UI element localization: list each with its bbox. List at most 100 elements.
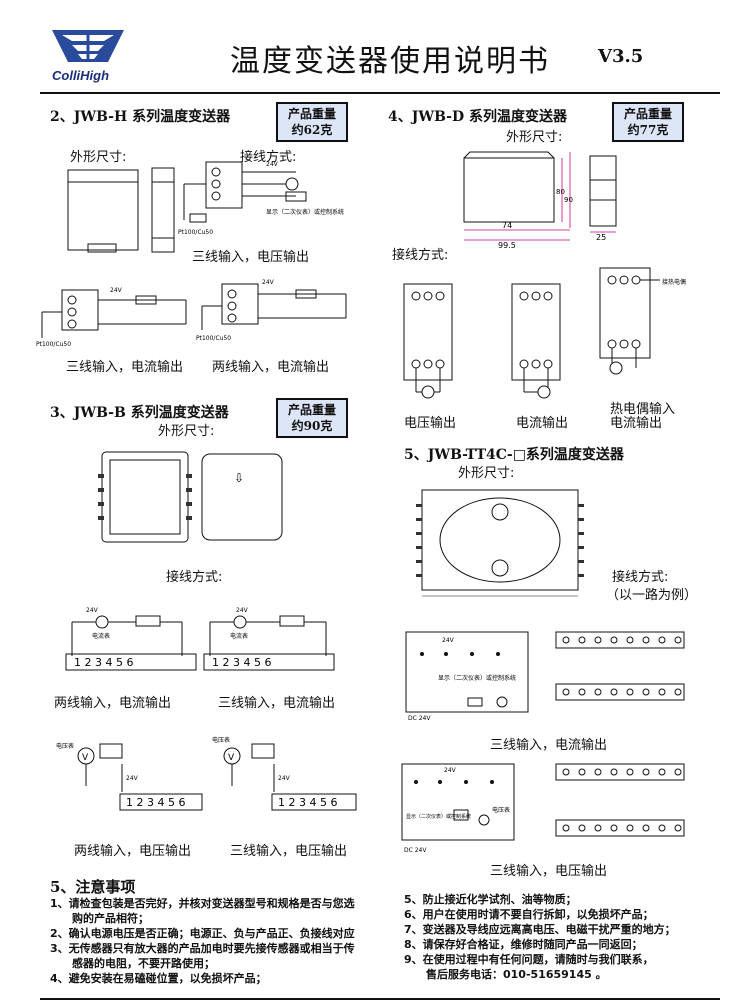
badge-line1: 产品重量 [623,107,672,121]
caption-jwb-h-1: 三线输入，电压输出 [192,250,310,265]
weight-badge-jwb-h: 产品重量 约62克 [276,102,348,142]
jwb-h-current-wiring-2wire: Pt100/Cu50 24V [196,279,347,342]
jwb-h-sensor-label-2: Pt100/Cu50 [36,341,71,348]
section-jwb-h-heading: 2、JWB-H 系列温度变送器 [50,109,231,125]
badge-line2: 约62克 [291,123,333,137]
jwb-tt4c-current-wiring: 24V 显示（二次仪表）或控制系统 DC 24V [405,631,529,720]
jwb-d-dim-80: 80 [556,188,565,196]
jwb-b-terminals-3: 1 2 3 4 5 6 [126,796,185,809]
jwb-d-thermo-label: 接热电偶 [662,278,686,286]
jwb-d-current-wiring [511,283,561,399]
note-item: 8、请保存好合格证，维修时随同产品一同返回； [404,938,643,951]
note-item: 3、无传感器只有放大器的产品加电时要先接传感器或相当于传 [50,942,355,955]
jwb-tt4c-24v-1: 24V [442,637,455,644]
jwb-d-thermocouple-wiring: 接热电偶 [599,267,686,375]
jwb-tt4c-terminal-strip-1 [555,631,685,701]
jwb-tt4c-dc24-1: DC 24V [408,715,431,720]
jwb-tt4c-terminal-strip-2 [555,763,685,837]
jwb-h-24v-label: 24V [266,161,279,168]
notes-left-list: 1、请检查包装是否完好，并核对变送器型号和规格是否与您选 购的产品相符； 2、确… [50,896,390,986]
jwb-d-dim-25: 25 [596,233,606,240]
dims-label-jwb-h: 外形尺寸: [70,150,127,165]
jwb-tt4c-outline-drawing [416,489,584,597]
jwb-tt4c-dc24-2: DC 24V [404,847,427,854]
wiring-label-jwb-b: 接线方式: [166,570,223,585]
caption-jwb-h-3: 两线输入，电流输出 [212,360,330,375]
badge-line1: 产品重量 [287,107,336,121]
jwb-b-current-3wire-diagram: 1 2 3 4 5 6 24V 电流表 [203,607,335,671]
svg-text:⇩: ⇩ [234,471,244,485]
jwb-b-terminals-1: 1 2 3 4 5 6 [74,656,133,669]
page-title: 温度变送器使用说明书 [230,44,550,79]
jwb-h-outline-drawing [67,167,175,253]
note-item: 售后服务电话：010-51659145 。 [404,968,607,981]
caption-jwb-tt4c-1: 三线输入，电流输出 [490,738,608,753]
version-label: V3.5 [598,46,644,67]
jwb-b-ammeter-2: 电流表 [230,632,248,640]
jwb-d-dim-99-5: 99.5 [498,241,516,250]
jwb-b-24v-1: 24V [86,607,99,614]
brand-name: ColliHigh [52,68,110,83]
dims-label-jwb-tt4c: 外形尺寸: [458,466,515,481]
svg-text:V: V [82,753,89,763]
caption-jwb-d-3a: 热电偶输入 [610,402,676,417]
jwb-b-voltmeter-1: 电压表 [56,742,74,750]
jwb-b-voltage-3wire-diagram: V 1 2 3 4 5 6 24V 电压表 [212,736,357,811]
weight-badge-jwb-d: 产品重量 约77克 [612,102,684,142]
note-item: 1、请检查包装是否完好，并核对变送器型号和规格是否与您选 [50,897,355,910]
jwb-b-terminals-4: 1 2 3 4 5 6 [278,796,337,809]
caption-jwb-d-3b: 电流输出 [610,416,663,431]
weight-badge-jwb-b: 产品重量 约90克 [276,398,348,438]
note-item: 4、避免安装在易磕碰位置，以免损坏产品； [50,972,267,985]
badge-line2: 约77克 [627,123,669,137]
jwb-b-current-2wire-diagram: 1 2 3 4 5 6 24V 电流表 [65,607,197,671]
note-item: 7、变送器及导线应远离高电压、电磁干扰严重的地方； [404,923,676,936]
caption-jwb-d-1: 电压输出 [404,416,457,431]
note-item: 2、确认电源电压是否正确；电源正、负与产品正、负接线对应 [50,927,355,940]
note-item: 5、防止接近化学试剂、油等物质； [404,893,577,906]
jwb-h-voltage-wiring-diagram: 24V Pt100/Cu50 显示（二次仪表）或控制系统 [178,161,344,236]
jwb-b-24v-3: 24V [126,775,139,782]
jwb-b-24v-4: 24V [278,775,291,782]
jwb-b-voltmeter-2: 电压表 [212,736,230,744]
note-item: 9、在使用过程中有任何问题，请随时与我们联系， [404,953,654,966]
jwb-d-outline-front: 25 [589,155,617,240]
jwb-h-sensor-label: Pt100/Cu50 [178,229,213,236]
caption-jwb-d-2: 电流输出 [516,416,569,431]
badge-line1: 产品重量 [287,403,336,417]
jwb-b-ammeter-1: 电流表 [92,632,110,640]
caption-jwb-b-4: 三线输入，电压输出 [230,844,348,859]
notes-right-list: 5、防止接近化学试剂、油等物质； 6、用户在使用时请不要自行拆卸，以免损坏产品；… [404,892,724,982]
caption-jwb-tt4c-2: 三线输入，电压输出 [490,864,608,879]
jwb-d-dim-90: 90 [564,196,573,204]
wiring-label-jwb-d: 接线方式: [392,248,449,263]
caption-jwb-b-3: 两线输入，电压输出 [74,844,192,859]
caption-jwb-h-2: 三线输入，电流输出 [66,360,184,375]
section-jwb-b-heading: 3、JWB-B 系列温度变送器 [50,405,229,421]
jwb-b-terminals-2: 1 2 3 4 5 6 [212,656,271,669]
jwb-h-sensor-label-3: Pt100/Cu50 [196,335,231,342]
jwb-d-voltage-wiring [403,283,453,399]
section-jwb-d-heading: 4、JWB-D 系列温度变送器 [388,109,568,125]
jwb-tt4c-voltage-wiring: 24V 显示（二次仪表）或控制系统 电压表 DC 24V [401,763,515,854]
caption-jwb-b-1: 两线输入，电流输出 [54,696,172,711]
jwb-b-outline-back: ⇩ [201,453,283,541]
jwb-tt4c-display-2: 显示（二次仪表）或控制系统 [406,813,471,820]
jwb-tt4c-display-1: 显示（二次仪表）或控制系统 [438,674,516,682]
jwb-h-24v-label-2: 24V [110,287,123,294]
notes-heading: 5、注意事项 [50,878,136,896]
wiring-label-jwb-tt4c: 接线方式: [612,570,669,585]
jwb-h-current-wiring-3wire: Pt100/Cu50 24V [36,287,187,348]
dims-label-jwb-b: 外形尺寸: [158,424,215,439]
jwb-tt4c-24v-2: 24V [444,767,457,774]
jwb-b-voltage-2wire-diagram: V 1 2 3 4 5 6 24V 电压表 [56,742,203,811]
note-item: 购的产品相符； [50,912,149,925]
badge-line2: 约90克 [291,419,333,433]
jwb-d-outline-side: 74 99.5 80 90 [463,151,573,250]
footer-rule [40,998,720,1000]
caption-jwb-b-2: 三线输入，电流输出 [218,696,336,711]
section-jwb-tt4c-heading: 5、JWB-TT4C-□系列温度变送器 [404,447,624,463]
jwb-tt4c-voltmeter: 电压表 [492,806,510,814]
jwb-b-24v-2: 24V [236,607,249,614]
svg-text:V: V [228,753,235,763]
